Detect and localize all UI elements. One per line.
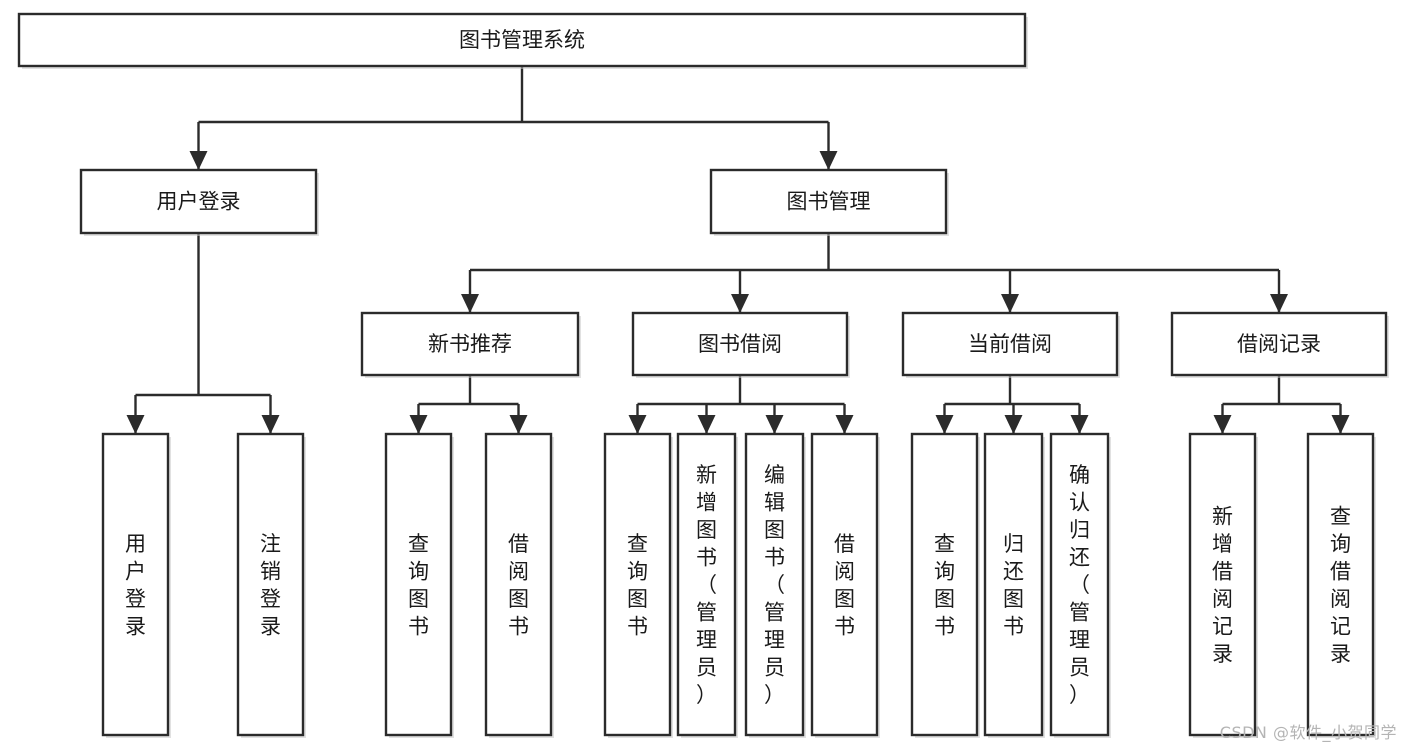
node-label: 图书管理 <box>787 190 871 214</box>
node-label: 新增图书（管理员） <box>696 463 717 707</box>
node-label: 查询借阅记录 <box>1330 504 1351 666</box>
node-leaf-查询借阅记录[interactable]: 查询借阅记录 <box>1306 432 1376 738</box>
node-leaf-查询图书[interactable]: 查询图书 <box>603 432 673 738</box>
arrow-head-icon <box>819 151 838 170</box>
node-rect[interactable] <box>603 432 672 737</box>
node-leaf-编辑图书管理员[interactable]: 编辑图书（管理员） <box>744 432 806 738</box>
node-level2-图书管理[interactable]: 图书管理 <box>709 168 949 236</box>
node-label: 新书推荐 <box>428 332 512 356</box>
node-rect[interactable] <box>236 432 305 737</box>
node-leaf-确认归还管理员[interactable]: 确认归还（管理员） <box>1049 432 1111 738</box>
arrow-head-icon <box>765 415 784 434</box>
arrow-head-icon <box>628 415 647 434</box>
node-root-图书管理系统[interactable]: 图书管理系统 <box>17 12 1028 69</box>
node-rect[interactable] <box>101 432 170 737</box>
arrow-head-icon <box>1001 294 1019 313</box>
node-rect[interactable] <box>810 432 879 737</box>
arrow-head-icon <box>126 415 145 434</box>
node-label: 借阅图书 <box>508 532 529 639</box>
arrow-head-icon <box>261 415 280 434</box>
node-leaf-查询图书[interactable]: 查询图书 <box>910 432 980 738</box>
node-leaf-借阅图书[interactable]: 借阅图书 <box>810 432 880 738</box>
arrow-head-icon <box>1213 415 1232 434</box>
node-label: 用户登录 <box>125 532 146 639</box>
arrow-head-icon <box>1270 294 1288 313</box>
arrow-head-icon <box>697 415 716 434</box>
node-rect[interactable] <box>384 432 453 737</box>
node-label: 用户登录 <box>157 190 241 214</box>
node-label: 查询图书 <box>934 532 955 639</box>
node-rect[interactable] <box>79 168 318 235</box>
node-rect[interactable] <box>360 311 580 377</box>
arrow-head-icon <box>835 415 854 434</box>
node-rect[interactable] <box>17 12 1027 68</box>
node-leaf-借阅图书[interactable]: 借阅图书 <box>484 432 554 738</box>
node-label: 借阅图书 <box>834 532 855 639</box>
node-rect[interactable] <box>1170 311 1388 377</box>
node-rect[interactable] <box>744 432 805 737</box>
node-leaf-注销登录[interactable]: 注销登录 <box>236 432 306 738</box>
node-label: 确认归还（管理员） <box>1069 463 1090 707</box>
arrow-head-icon <box>461 294 479 313</box>
arrow-head-icon <box>935 415 954 434</box>
node-level2-用户登录[interactable]: 用户登录 <box>79 168 319 236</box>
arrow-head-icon <box>409 415 428 434</box>
node-label: 当前借阅 <box>968 332 1052 356</box>
arrow-head-icon <box>189 151 208 170</box>
node-rect[interactable] <box>1049 432 1110 737</box>
arrow-head-icon <box>1004 415 1023 434</box>
node-level3-图书借阅[interactable]: 图书借阅 <box>631 311 850 378</box>
node-layer: 图书管理系统用户登录图书管理新书推荐图书借阅当前借阅借阅记录用户登录注销登录查询… <box>17 12 1389 738</box>
node-label: 新增借阅记录 <box>1212 504 1233 666</box>
node-rect[interactable] <box>1188 432 1257 737</box>
connector-layer <box>126 66 1350 434</box>
node-label: 图书借阅 <box>698 332 782 356</box>
node-label: 查询图书 <box>627 532 648 639</box>
node-rect[interactable] <box>910 432 979 737</box>
node-rect[interactable] <box>484 432 553 737</box>
node-label: 图书管理系统 <box>459 28 585 52</box>
node-leaf-新增借阅记录[interactable]: 新增借阅记录 <box>1188 432 1258 738</box>
node-rect[interactable] <box>1306 432 1375 737</box>
node-rect[interactable] <box>676 432 737 737</box>
node-level3-新书推荐[interactable]: 新书推荐 <box>360 311 581 378</box>
node-rect[interactable] <box>709 168 948 235</box>
node-label: 查询图书 <box>408 532 429 639</box>
node-label: 借阅记录 <box>1237 332 1321 356</box>
node-leaf-查询图书[interactable]: 查询图书 <box>384 432 454 738</box>
node-label: 编辑图书（管理员） <box>764 463 785 707</box>
arrow-head-icon <box>731 294 749 313</box>
node-leaf-新增图书管理员[interactable]: 新增图书（管理员） <box>676 432 738 738</box>
node-rect[interactable] <box>901 311 1119 377</box>
node-rect[interactable] <box>983 432 1044 737</box>
node-level3-当前借阅[interactable]: 当前借阅 <box>901 311 1120 378</box>
node-label: 注销登录 <box>260 532 281 639</box>
watermark-label: CSDN @软件_小贺同学 <box>1219 723 1397 742</box>
arrow-head-icon <box>509 415 528 434</box>
node-rect[interactable] <box>631 311 849 377</box>
node-leaf-归还图书[interactable]: 归还图书 <box>983 432 1045 738</box>
arrow-head-icon <box>1331 415 1350 434</box>
node-leaf-用户登录[interactable]: 用户登录 <box>101 432 171 738</box>
node-level3-借阅记录[interactable]: 借阅记录 <box>1170 311 1389 378</box>
node-label: 归还图书 <box>1003 532 1024 639</box>
arrow-head-icon <box>1070 415 1089 434</box>
